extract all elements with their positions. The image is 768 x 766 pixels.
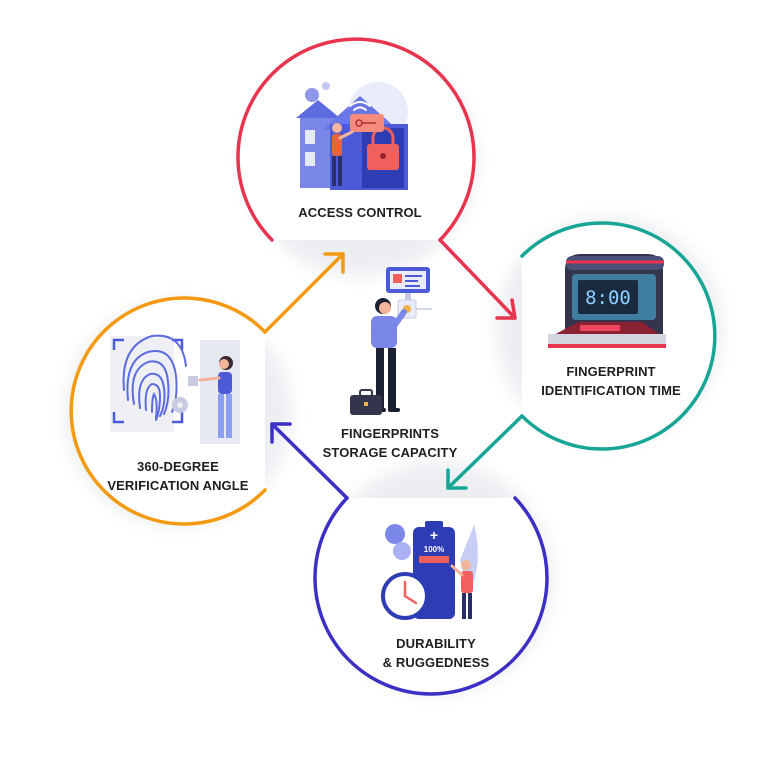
svg-text:+: + bbox=[430, 527, 438, 543]
verification-to-access-arrow-line bbox=[263, 252, 345, 334]
gear-icon bbox=[172, 397, 188, 413]
center-storage-label-line-1: FINGERPRINTS bbox=[341, 426, 439, 441]
verification-label: 360-DEGREE VERIFICATION ANGLE bbox=[78, 457, 278, 495]
durability-label: DURABILITY & RUGGEDNESS bbox=[336, 634, 536, 672]
durability-label-line-2: & RUGGEDNESS bbox=[382, 655, 490, 670]
fingerprint-scan-and-woman-icon bbox=[110, 334, 240, 444]
scan-frame-corners bbox=[112, 338, 184, 424]
center-storage-label-line-2: STORAGE CAPACITY bbox=[322, 445, 458, 460]
time-to-durability-arrow-head bbox=[446, 468, 468, 490]
house-with-padlock-and-key-card-icon bbox=[296, 82, 408, 190]
time-clock-terminal-icon: 8:00 bbox=[548, 254, 666, 348]
center-storage-label: FINGERPRINTS STORAGE CAPACITY bbox=[290, 424, 490, 462]
verification-label-line-1: 360-DEGREE bbox=[137, 459, 219, 474]
access-to-time-arrow-head bbox=[495, 298, 517, 320]
fingerprint-icon bbox=[122, 334, 187, 421]
clock-display-text: 8:00 bbox=[585, 287, 631, 309]
durability-to-verification-arrow-head bbox=[270, 422, 292, 444]
fingerprint-time-label: FINGERPRINT IDENTIFICATION TIME bbox=[506, 362, 716, 400]
battery-level-text: 100% bbox=[424, 545, 444, 554]
fingerprint-time-label-line-2: IDENTIFICATION TIME bbox=[541, 383, 681, 398]
access-control-label-line-1: ACCESS CONTROL bbox=[298, 205, 422, 220]
verification-label-line-2: VERIFICATION ANGLE bbox=[107, 478, 249, 493]
verification-to-access-arrow-head bbox=[323, 252, 345, 274]
access-to-time-arrow-line bbox=[438, 238, 517, 320]
durability-to-verification-arrow-line bbox=[270, 422, 349, 500]
time-to-durability-arrow-line bbox=[446, 414, 524, 490]
man-at-id-screen-with-briefcase-icon bbox=[350, 267, 432, 415]
fingerprint-time-label-line-1: FINGERPRINT bbox=[566, 364, 656, 379]
wifi-icon bbox=[349, 101, 371, 111]
battery-clock-and-person-icon: + 100% bbox=[381, 521, 478, 620]
durability-label-line-1: DURABILITY bbox=[396, 636, 476, 651]
briefcase-icon bbox=[350, 389, 382, 415]
access-control-label: ACCESS CONTROL bbox=[250, 203, 470, 222]
